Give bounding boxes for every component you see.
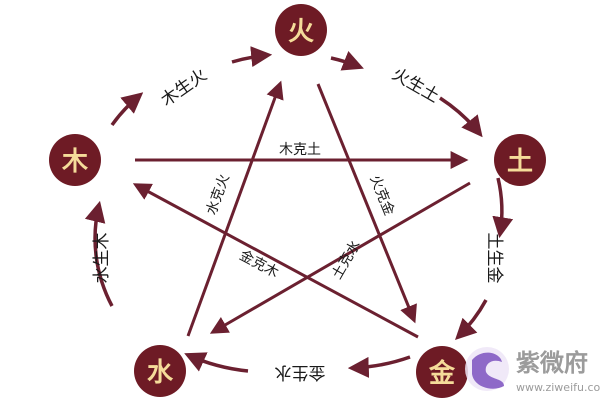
label-water-generates-wood: 水生木 [92, 233, 112, 284]
node-earth: 土 [494, 134, 546, 186]
label-wood-overcomes-earth: 木克土 [279, 142, 321, 158]
arc-wood-mid [110, 92, 144, 127]
label-water-overcomes-fire: 水克火 [204, 172, 233, 217]
node-wood-label: 木 [61, 147, 88, 177]
node-water: 水 [134, 345, 186, 397]
arc-water-to-wood [84, 200, 114, 307]
line-earth-overcomes-water [209, 181, 471, 334]
node-metal: 金 [416, 346, 468, 398]
arc-wood-to-fire [231, 46, 273, 68]
line-fire-overcomes-metal [316, 83, 417, 324]
node-water-label: 水 [147, 358, 174, 388]
watermark-brand: 紫微府 [516, 349, 588, 377]
arc-earth-mid-1 [439, 96, 483, 138]
watermark: 紫微府 www.ziweifu.com [465, 347, 600, 394]
arc-water-mid [184, 352, 249, 373]
node-wood: 木 [49, 134, 101, 186]
line-metal-overcomes-wood [132, 183, 419, 339]
generating-cycle [84, 46, 514, 378]
label-earth-generates-metal: 土生金 [484, 233, 504, 284]
arc-earth-to-metal [492, 177, 514, 239]
node-fire-label: 火 [288, 17, 314, 47]
node-fire: 火 [275, 4, 327, 56]
arc-fire-to-earth [330, 51, 364, 71]
label-fire-generates-earth: 火生土 [388, 64, 442, 107]
node-metal-label: 金 [428, 358, 456, 389]
label-wood-generates-fire: 木生火 [158, 65, 211, 111]
arc-metal-mid [455, 299, 488, 340]
label-metal-generates-water: 金生水 [275, 362, 326, 382]
overcoming-star [132, 80, 471, 339]
ziweifu-logo-icon [465, 347, 509, 391]
line-water-overcomes-fire [186, 80, 284, 337]
watermark-url: www.ziweifu.com [516, 381, 600, 394]
arc-metal-to-water [347, 355, 411, 378]
node-earth-label: 土 [507, 147, 533, 177]
